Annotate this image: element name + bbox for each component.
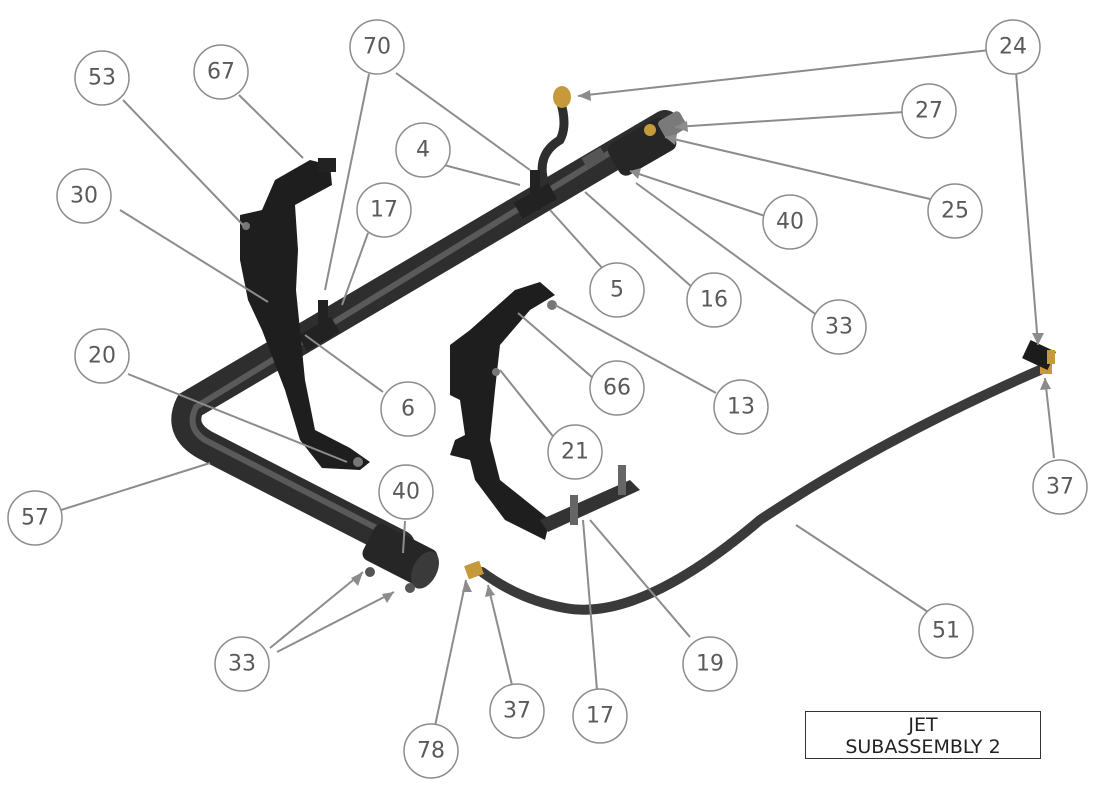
left-bracket xyxy=(240,158,370,470)
balloon-label: 67 xyxy=(207,60,235,85)
balloon: 16 xyxy=(686,272,742,328)
balloon-label: 30 xyxy=(70,184,98,209)
balloon: 13 xyxy=(713,379,769,435)
balloon: 24 xyxy=(985,19,1041,75)
balloon-label: 70 xyxy=(363,35,391,60)
balloon: 67 xyxy=(193,44,249,100)
balloon: 37 xyxy=(489,683,545,739)
balloon-label: 13 xyxy=(727,395,755,420)
balloon-label: 40 xyxy=(392,480,420,505)
balloon: 33 xyxy=(811,299,867,355)
balloon-label: 20 xyxy=(88,344,116,369)
balloon: 4 xyxy=(395,122,451,178)
balloon: 21 xyxy=(547,424,603,480)
hose xyxy=(464,340,1056,615)
balloon: 70 xyxy=(349,19,405,75)
balloon: 78 xyxy=(403,723,459,779)
balloon-label: 40 xyxy=(776,210,804,235)
balloon-label: 16 xyxy=(700,288,728,313)
balloon: 66 xyxy=(589,360,645,416)
balloon-label: 51 xyxy=(932,619,960,644)
balloon: 17 xyxy=(572,688,628,744)
balloon-label: 78 xyxy=(417,739,445,764)
balloon-label: 25 xyxy=(941,199,969,224)
balloon: 57 xyxy=(7,490,63,546)
balloon: 30 xyxy=(56,168,112,224)
balloon-label: 53 xyxy=(88,66,116,91)
balloon-label: 27 xyxy=(915,99,943,124)
balloon-label: 66 xyxy=(603,376,631,401)
balloon-label: 37 xyxy=(503,699,531,724)
balloon: 53 xyxy=(74,50,130,106)
balloon: 17 xyxy=(356,182,412,238)
title-line-1: JET xyxy=(908,714,938,736)
balloon-label: 24 xyxy=(999,35,1027,60)
balloon: 25 xyxy=(927,183,983,239)
balloon: 19 xyxy=(682,636,738,692)
balloon-label: 19 xyxy=(696,652,724,677)
balloon-label: 37 xyxy=(1046,475,1074,500)
balloon: 5 xyxy=(589,262,645,318)
title-line-2: SUBASSEMBLY 2 xyxy=(845,736,1001,758)
right-bracket xyxy=(450,282,640,540)
balloon: 40 xyxy=(378,464,434,520)
balloon: 20 xyxy=(74,328,130,384)
main-jet-pipe xyxy=(171,86,687,593)
balloon-label: 6 xyxy=(401,397,415,422)
balloon-label: 17 xyxy=(370,198,398,223)
balloon-label: 21 xyxy=(561,440,589,465)
leader-lines xyxy=(60,49,1055,727)
balloon: 51 xyxy=(918,603,974,659)
balloon-label: 5 xyxy=(610,278,624,303)
balloon: 33 xyxy=(214,636,270,692)
balloon-label: 4 xyxy=(416,138,430,163)
balloon-label: 17 xyxy=(586,704,614,729)
balloon-label: 57 xyxy=(21,506,49,531)
balloon: 37 xyxy=(1032,459,1088,515)
balloon: 40 xyxy=(762,194,818,250)
balloon: 6 xyxy=(380,381,436,437)
balloon-label: 33 xyxy=(228,652,256,677)
balloon: 27 xyxy=(901,83,957,139)
balloon-label: 33 xyxy=(825,315,853,340)
title-block: JET SUBASSEMBLY 2 xyxy=(805,711,1041,759)
